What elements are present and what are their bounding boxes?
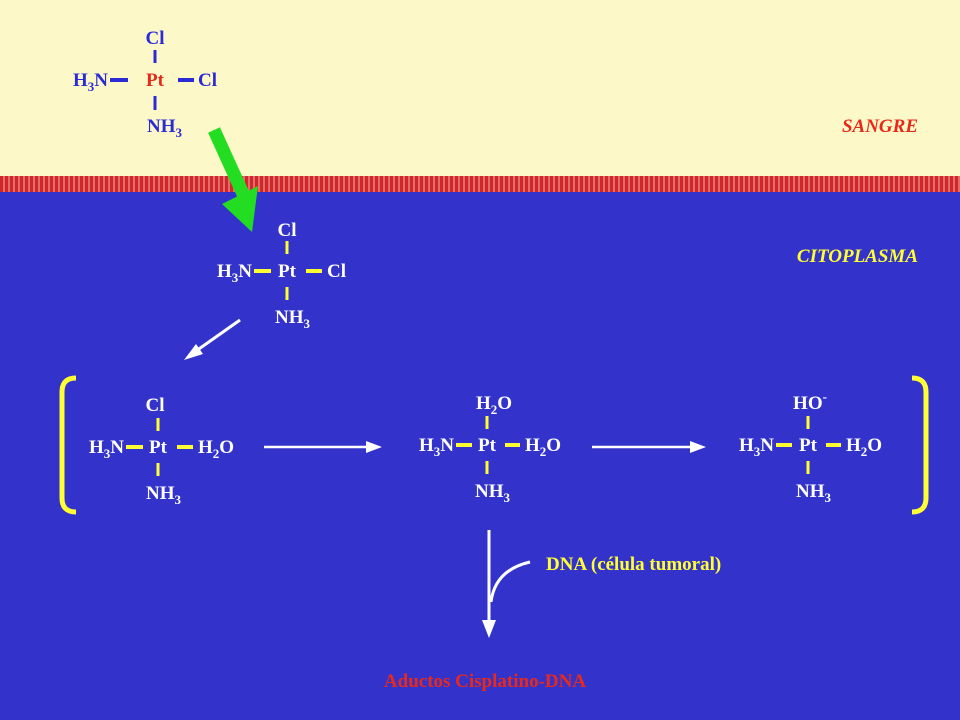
left-ligand: H3N [89,437,124,461]
bottom-ligand: NH3 [146,483,182,507]
left-ligand: H3N [217,261,252,285]
product-label: Aductos Cisplatino-DNA [384,671,586,692]
platinum-center: Pt [478,435,497,456]
cytoplasm-compartment [0,192,960,720]
left-bracket [59,375,77,515]
platinum-center: Pt [146,70,165,91]
adduct-arrow-head [482,620,496,638]
platinum-center: Pt [278,261,297,282]
hydroxo-molecule: HO- H3N Pt H2O NH3 [739,389,882,505]
left-ligand: H3N [419,435,454,459]
adduct-arrow [482,530,531,638]
top-ligand: HO- [793,389,827,414]
left-ligand: H3N [73,70,108,94]
equilibrium-arrow-2 [592,441,706,453]
right-ligand: H2O [525,435,561,459]
left-ligand: H3N [739,435,774,459]
blood-label: SANGRE [842,116,918,137]
transport-arrow-head [222,186,258,232]
bottom-ligand: NH3 [796,481,832,505]
bottom-ligand: NH3 [275,307,311,331]
dna-input-curve [489,560,531,603]
platinum-center: Pt [149,437,168,458]
arrow-head [690,441,706,453]
right-bracket [911,375,929,515]
equilibrium-arrow-1 [264,441,382,453]
platinum-center: Pt [799,435,818,456]
top-ligand: H2O [476,393,512,417]
dna-label: DNA (célula tumoral) [546,554,721,575]
top-ligand: Cl [146,395,165,416]
top-ligand: Cl [146,28,165,49]
right-ligand: H2O [198,437,234,461]
monoaqua-molecule: Cl H3N Pt H2O NH3 [89,395,234,507]
right-ligand: Cl [198,70,217,91]
cytoplasm-label: CITOPLASMA [797,246,918,267]
blood-compartment [0,0,960,176]
right-ligand: Cl [327,261,346,282]
bottom-ligand: NH3 [475,481,511,505]
diaqua-molecule: H2O H3N Pt H2O NH3 [419,393,561,505]
top-ligand: Cl [278,220,297,241]
arrow-head [366,441,382,453]
aquation-arrow [184,318,241,360]
transport-arrow-shaft [208,127,250,199]
blood-cisplatin-molecule: Cl H3N Pt Cl NH3 [73,28,217,140]
transport-arrow [208,127,258,232]
bottom-ligand: NH3 [147,116,183,140]
aquation-arrow-shaft [195,318,241,353]
aquation-arrow-head [184,344,203,360]
cell-cisplatin-molecule: Cl H3N Pt Cl NH3 [217,220,346,331]
right-ligand: H2O [846,435,882,459]
